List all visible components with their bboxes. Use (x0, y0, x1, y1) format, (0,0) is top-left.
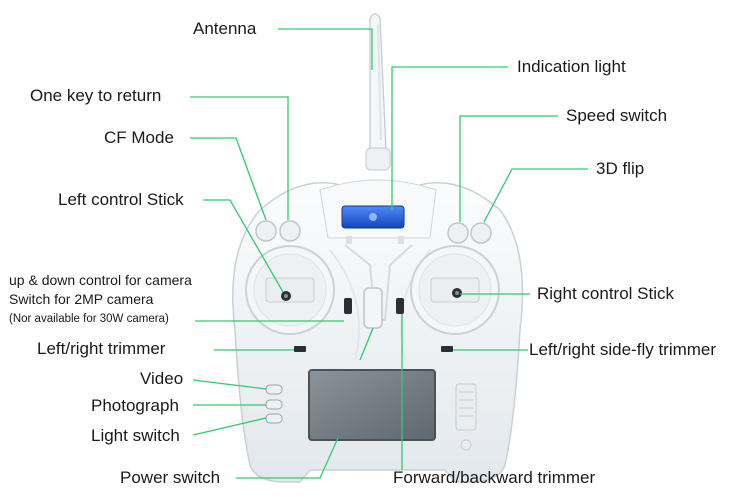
label-antenna: Antenna (193, 19, 257, 38)
video-button[interactable] (265, 384, 283, 395)
leader-light-switch (192, 417, 267, 436)
left-control-stick[interactable] (245, 245, 335, 335)
cf-mode-button[interactable] (255, 220, 277, 242)
label-camera-line1: up & down control for camera (9, 272, 192, 288)
label-photograph: Photograph (91, 396, 179, 415)
flip-3d-button[interactable] (470, 222, 492, 244)
label-one-key-return: One key to return (30, 86, 162, 105)
leader-camera-lever (359, 327, 374, 361)
leader-3d-flip (483, 168, 588, 223)
label-indication-light: Indication light (517, 57, 626, 76)
leader-antenna (278, 28, 373, 70)
label-power-switch: Power switch (120, 468, 221, 487)
leader-indication-light (391, 66, 508, 210)
fb-trimmer-switch[interactable] (396, 298, 404, 314)
lr-sidefly-trimmer-switch[interactable] (441, 346, 453, 352)
antenna (365, 13, 391, 171)
label-fb-trimmer: Forward/backward trimmer (393, 468, 596, 487)
side-grip-detail (455, 383, 477, 451)
leader-speed-switch (459, 115, 558, 222)
leader-left-stick (203, 199, 284, 293)
right-control-stick[interactable] (410, 245, 500, 335)
lr-trimmer-switch[interactable] (294, 346, 306, 352)
photograph-button[interactable] (265, 399, 283, 410)
one-key-return-button[interactable] (279, 220, 301, 242)
label-lr-sidefly-trimmer: Left/right side-fly trimmer (529, 340, 717, 359)
label-3d-flip: 3D flip (596, 159, 645, 178)
leader-video (192, 379, 267, 390)
light-switch-button[interactable] (265, 413, 283, 424)
label-lr-trimmer: Left/right trimmer (37, 339, 166, 358)
lcd-screen (308, 369, 436, 441)
leader-lines (190, 28, 588, 479)
label-camera-line3: (Nor available for 30W camera) (9, 313, 169, 325)
leader-one-key-return (190, 96, 289, 220)
label-light-switch: Light switch (91, 426, 180, 445)
label-speed-switch: Speed switch (566, 106, 668, 125)
leader-power-switch (236, 437, 339, 479)
label-camera-line2: Switch for 2MP camera (9, 291, 154, 307)
camera-switch[interactable] (344, 298, 352, 314)
label-right-stick: Right control Stick (537, 284, 674, 303)
speed-switch-button[interactable] (447, 222, 469, 244)
label-cf-mode: CF Mode (104, 128, 174, 147)
label-video: Video (140, 369, 184, 388)
camera-updown-lever[interactable] (363, 287, 383, 329)
label-left-stick: Left control Stick (58, 190, 184, 209)
leader-cf-mode (190, 137, 267, 221)
